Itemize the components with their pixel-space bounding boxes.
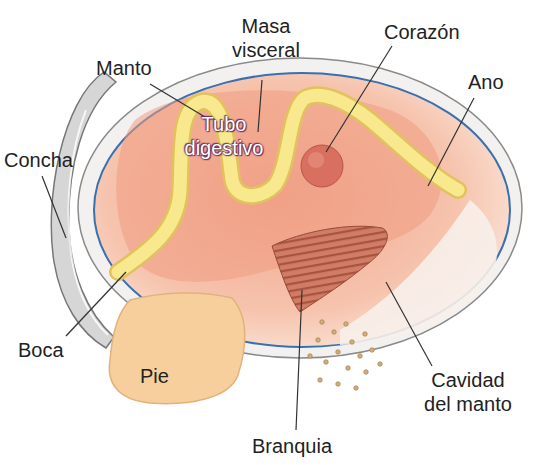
part-label: Corazón (384, 20, 480, 44)
part-label: Pie (140, 364, 200, 388)
leader-lines (42, 46, 474, 430)
part-label-inline: Tubo digestivo (178, 112, 270, 160)
part-label: Cavidad del manto (418, 368, 518, 416)
foot (109, 293, 244, 404)
particles (308, 320, 383, 391)
heart-highlight (308, 152, 324, 168)
part-label: Boca (18, 338, 88, 362)
part-label: Manto (96, 56, 176, 80)
part-label: Masa visceral (220, 14, 312, 62)
part-label: Concha (4, 148, 84, 172)
part-label: Ano (468, 70, 528, 94)
part-label: Branquia (252, 434, 352, 458)
gill (272, 226, 387, 312)
heart (301, 145, 343, 187)
